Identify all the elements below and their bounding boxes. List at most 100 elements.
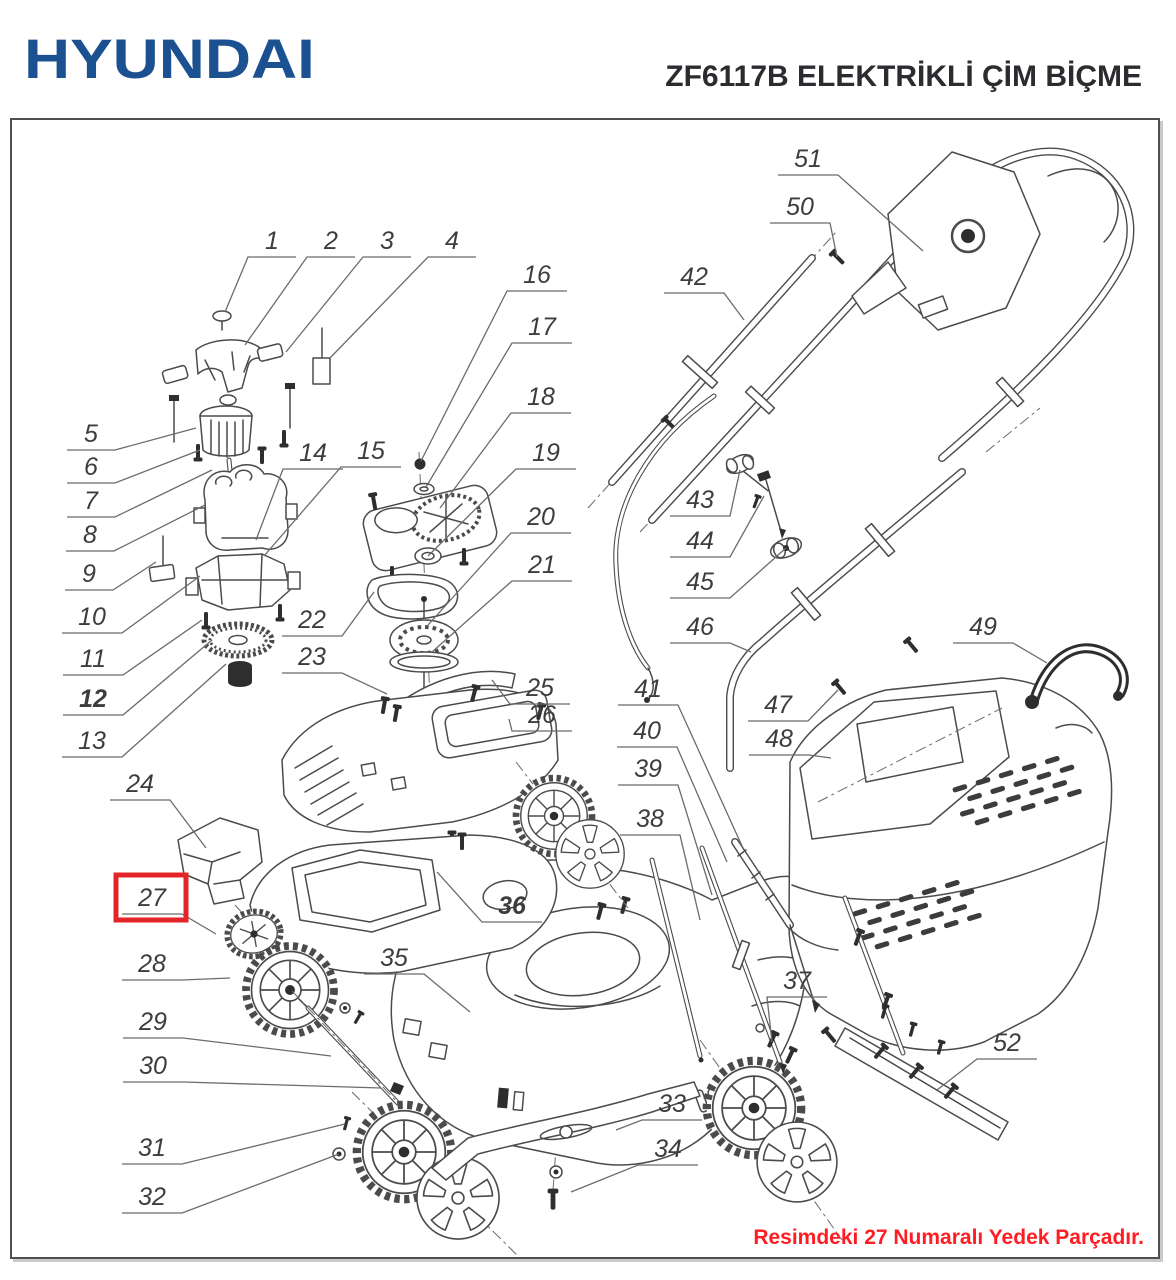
svg-text:39: 39 <box>634 755 662 783</box>
svg-text:51: 51 <box>794 145 822 173</box>
part-label-38: 38 <box>620 805 701 921</box>
part-label-2: 2 <box>244 227 355 346</box>
grass-box <box>788 677 1113 1051</box>
part-label-41: 41 <box>618 675 743 847</box>
part-label-25: 25 <box>491 674 570 705</box>
part-label-35: 35 <box>364 944 471 1013</box>
svg-text:42: 42 <box>680 263 708 291</box>
part-label-15: 15 <box>263 437 401 557</box>
part-label-52: 52 <box>936 1029 1037 1091</box>
svg-text:7: 7 <box>84 487 99 515</box>
svg-text:31: 31 <box>138 1134 166 1162</box>
part-label-28: 28 <box>122 950 231 981</box>
svg-text:29: 29 <box>138 1008 167 1036</box>
svg-text:8: 8 <box>83 521 97 549</box>
part-label-18: 18 <box>439 383 571 509</box>
cover-assembly <box>281 670 559 848</box>
motor-assembly <box>148 310 331 687</box>
svg-text:50: 50 <box>786 193 814 221</box>
part-label-3: 3 <box>285 227 411 353</box>
part-label-6: 6 <box>67 449 201 484</box>
svg-text:33: 33 <box>658 1090 686 1118</box>
part-label-7: 7 <box>67 469 213 518</box>
part-label-30: 30 <box>123 1052 382 1089</box>
part-label-26: 26 <box>508 701 572 732</box>
part-label-50: 50 <box>770 193 838 258</box>
svg-text:20: 20 <box>526 503 555 531</box>
inner-pan <box>249 832 558 974</box>
svg-text:26: 26 <box>527 701 556 729</box>
svg-text:21: 21 <box>527 551 556 579</box>
part-label-39: 39 <box>618 755 713 896</box>
part-label-20: 20 <box>427 503 571 626</box>
part-label-10: 10 <box>62 575 201 634</box>
svg-text:34: 34 <box>654 1135 682 1163</box>
part-label-51: 51 <box>778 145 924 252</box>
mulch-insert <box>177 817 263 905</box>
svg-text:38: 38 <box>636 805 664 833</box>
part-label-5: 5 <box>67 420 197 451</box>
svg-text:14: 14 <box>299 439 327 467</box>
part-label-19: 19 <box>427 439 576 557</box>
svg-text:32: 32 <box>138 1183 166 1211</box>
svg-text:3: 3 <box>380 227 394 255</box>
part-label-48: 48 <box>749 725 832 759</box>
svg-text:35: 35 <box>380 944 408 972</box>
svg-text:36: 36 <box>498 892 527 920</box>
svg-text:30: 30 <box>139 1052 167 1080</box>
svg-text:28: 28 <box>137 950 166 978</box>
svg-text:40: 40 <box>633 717 661 745</box>
axle-rod <box>291 990 436 1143</box>
svg-text:16: 16 <box>523 261 551 289</box>
svg-text:15: 15 <box>357 437 385 465</box>
gearbox-assembly <box>362 451 498 701</box>
bottom-rail <box>820 1003 1009 1141</box>
svg-text:45: 45 <box>686 568 714 596</box>
part-label-13: 13 <box>62 663 227 758</box>
svg-text:2: 2 <box>323 227 338 255</box>
part-label-49: 49 <box>953 613 1048 664</box>
handle-knobs <box>725 453 921 698</box>
adjust-rods <box>649 838 906 1074</box>
svg-text:18: 18 <box>527 383 555 411</box>
part-label-11: 11 <box>63 619 203 676</box>
svg-text:23: 23 <box>297 643 326 671</box>
svg-text:22: 22 <box>297 606 326 634</box>
svg-text:41: 41 <box>634 675 662 703</box>
svg-text:37: 37 <box>783 967 812 995</box>
cable <box>613 393 717 703</box>
part-label-4: 4 <box>329 227 476 359</box>
part-label-40: 40 <box>617 717 728 863</box>
svg-text:5: 5 <box>84 420 98 448</box>
doc-title: ZF6117B ELEKTRİKLİ ÇİM BİÇME <box>665 60 1142 93</box>
part-label-16: 16 <box>420 261 567 462</box>
svg-text:47: 47 <box>764 691 793 719</box>
svg-text:44: 44 <box>686 527 714 555</box>
svg-text:49: 49 <box>969 613 997 641</box>
part-label-12: 12 <box>63 639 213 716</box>
part-label-23: 23 <box>282 643 388 695</box>
part-label-29: 29 <box>123 1008 332 1057</box>
part-label-43: 43 <box>670 469 741 517</box>
upper-handle <box>639 147 1135 533</box>
svg-text:52: 52 <box>993 1029 1021 1057</box>
part-label-34: 34 <box>570 1135 698 1193</box>
part-label-17: 17 <box>425 313 572 488</box>
svg-text:11: 11 <box>80 645 106 673</box>
brand-logo: HYUNDAI <box>24 27 315 90</box>
part-label-33: 33 <box>615 1090 702 1131</box>
svg-text:13: 13 <box>78 727 106 755</box>
part-label-8: 8 <box>66 504 206 552</box>
blade <box>431 1081 701 1210</box>
part-label-27: 27 <box>113 872 217 935</box>
svg-text:46: 46 <box>686 613 714 641</box>
lower-handle-left <box>587 231 847 509</box>
part-label-21: 21 <box>431 551 572 653</box>
svg-text:17: 17 <box>528 313 557 341</box>
wheel-mid-pair <box>516 761 629 909</box>
part-label-24: 24 <box>110 770 207 849</box>
wheel-rear-right-pair <box>699 1039 843 1241</box>
part-label-36: 36 <box>436 871 542 923</box>
